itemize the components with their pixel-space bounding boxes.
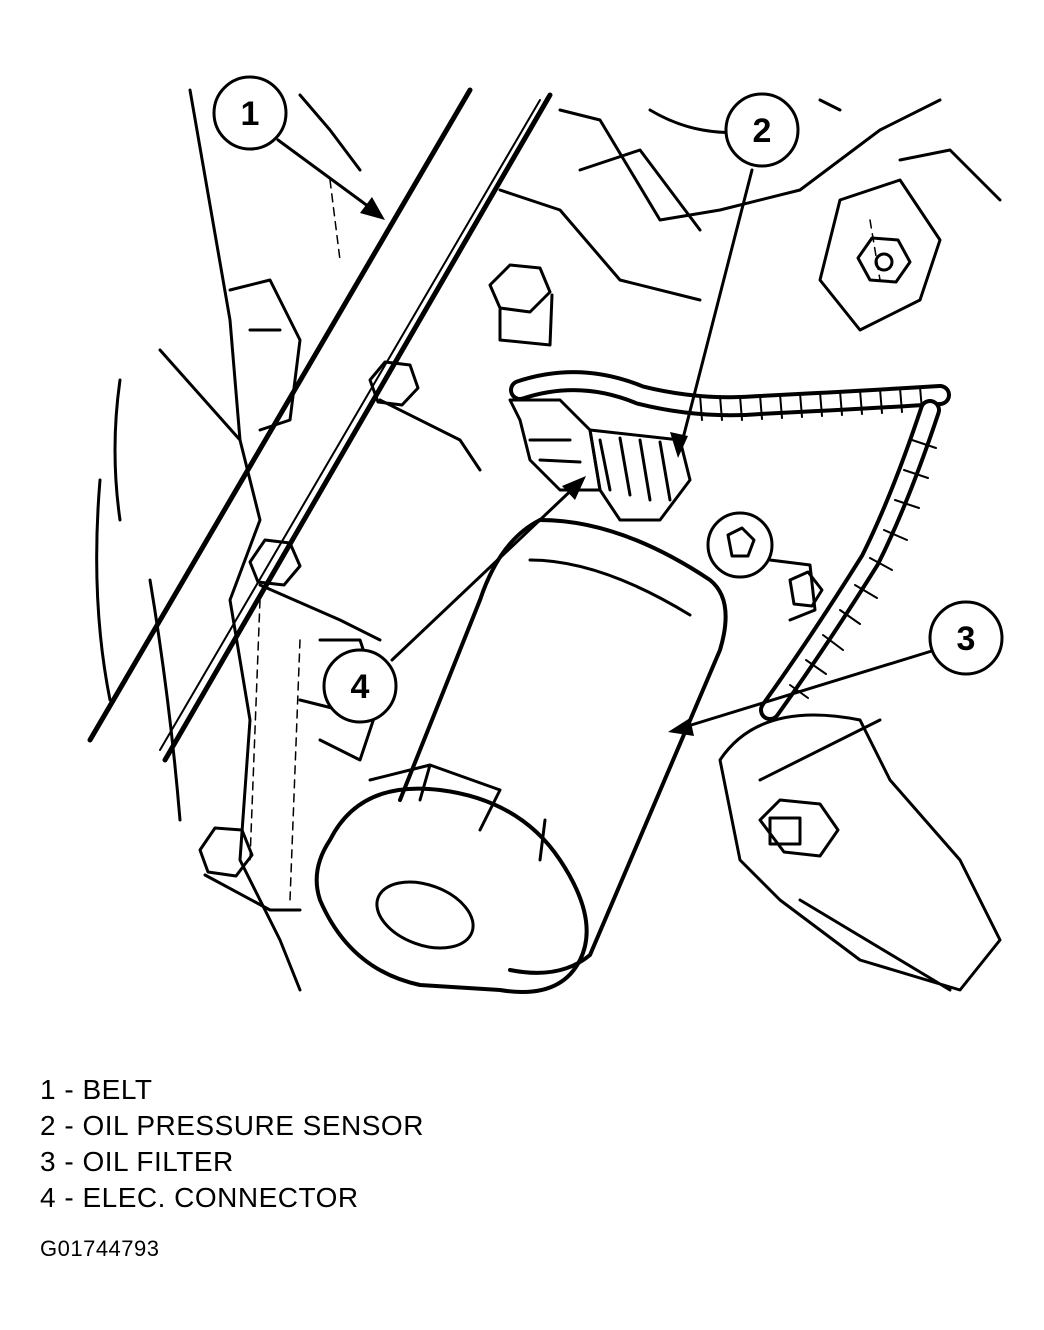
bolt-top bbox=[488, 263, 554, 347]
legend-separator: - bbox=[56, 1182, 83, 1213]
bolt-left-2 bbox=[248, 538, 382, 642]
legend-label: ELEC. CONNECTOR bbox=[82, 1182, 359, 1213]
legend-label: BELT bbox=[82, 1074, 153, 1105]
mount-nut bbox=[758, 798, 840, 858]
legend-separator: - bbox=[56, 1146, 83, 1177]
cylinder-head bbox=[498, 98, 942, 332]
legend-item: 2 - OIL PRESSURE SENSOR bbox=[40, 1108, 424, 1144]
arrow-4-head bbox=[562, 476, 586, 500]
legend-number: 4 bbox=[40, 1182, 57, 1213]
wiring-harness-ribs bbox=[699, 386, 923, 421]
legend-number: 3 bbox=[40, 1146, 57, 1177]
legend-separator: - bbox=[56, 1110, 83, 1141]
legend-separator: - bbox=[56, 1074, 83, 1105]
bolt-left-1 bbox=[368, 360, 482, 472]
engine-bracket bbox=[228, 278, 382, 762]
legend-label: OIL PRESSURE SENSOR bbox=[82, 1110, 424, 1141]
figure-id: G01744793 bbox=[40, 1236, 160, 1261]
callout-4-circle bbox=[322, 648, 398, 724]
arrow-1-head bbox=[360, 197, 385, 220]
legend-label: OIL FILTER bbox=[82, 1146, 234, 1177]
elec-connector bbox=[508, 398, 602, 492]
callout-2-circle bbox=[724, 92, 800, 168]
bolt-bottom-left bbox=[198, 826, 302, 912]
callout-2-number: 2 bbox=[753, 112, 772, 150]
legend-item: 4 - ELEC. CONNECTOR bbox=[40, 1180, 424, 1216]
oil-filter bbox=[314, 518, 728, 994]
legend-number: 2 bbox=[40, 1110, 57, 1141]
callout-1-circle bbox=[212, 75, 288, 151]
arrow-2-head bbox=[670, 432, 688, 458]
legend: 1 - BELT 2 - OIL PRESSURE SENSOR 3 - OIL… bbox=[40, 1072, 424, 1216]
callout-3-number: 3 bbox=[957, 620, 976, 658]
hidden-lines bbox=[249, 179, 881, 901]
legend-number: 1 bbox=[40, 1074, 57, 1105]
head-ridge bbox=[648, 98, 1002, 202]
leader-arrows bbox=[276, 138, 937, 732]
arrow-3-head bbox=[668, 718, 694, 736]
legend-item: 3 - OIL FILTER bbox=[40, 1144, 424, 1180]
callout-3-circle bbox=[928, 600, 1004, 676]
arrowheads bbox=[360, 197, 694, 736]
engine-diagram: 1 2 3 4 bbox=[87, 75, 1004, 994]
belt-inner bbox=[159, 99, 541, 751]
wiring-harness-down-inner bbox=[763, 403, 937, 717]
wiring-harness-down-ribs bbox=[789, 439, 937, 699]
bolt-head-right bbox=[856, 236, 912, 284]
legend-item: 1 - BELT bbox=[40, 1072, 424, 1108]
wiring-harness-inner bbox=[513, 374, 947, 414]
belt bbox=[87, 87, 553, 763]
callout-4-number: 4 bbox=[351, 668, 370, 706]
callout-1-number: 1 bbox=[241, 95, 260, 133]
engine-block-outline bbox=[95, 88, 362, 992]
bolt-filter-right bbox=[706, 511, 824, 622]
mount-plate bbox=[718, 713, 1002, 992]
